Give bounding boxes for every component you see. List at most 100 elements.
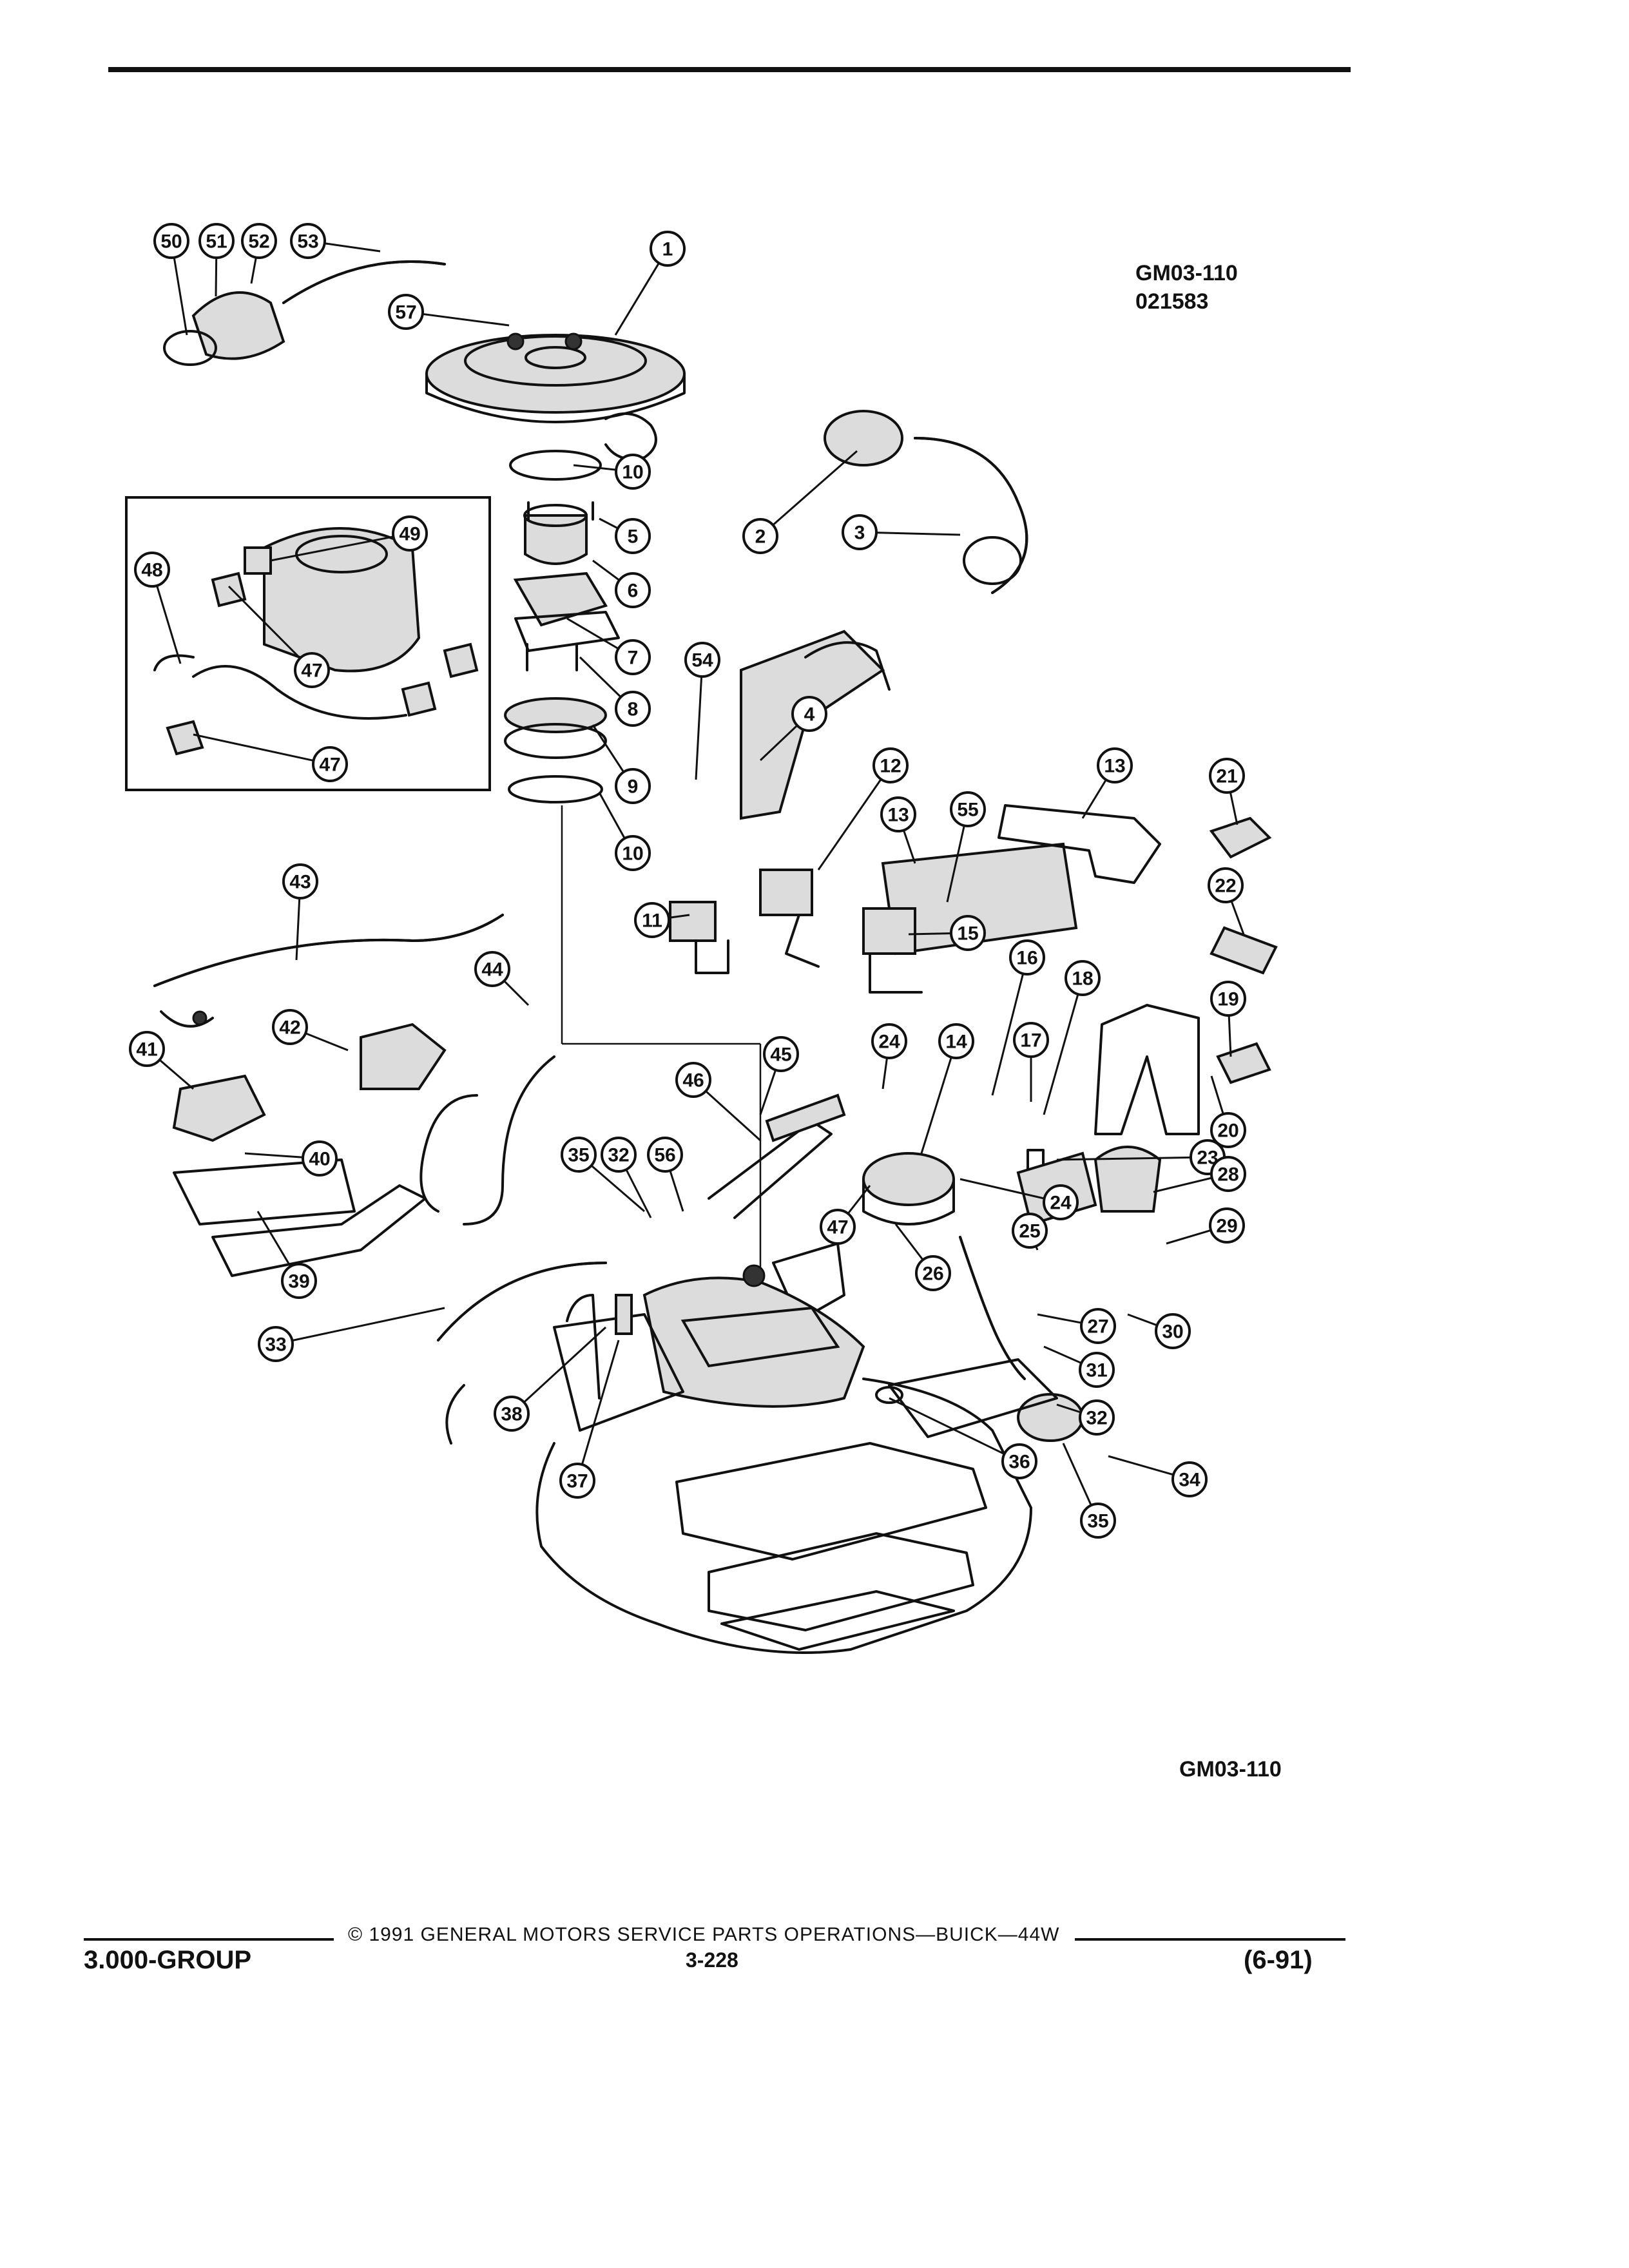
callout-leader xyxy=(275,1307,445,1345)
callout-number: 18 xyxy=(1072,968,1093,990)
callout-number: 26 xyxy=(922,1264,943,1285)
callout-28: 28 xyxy=(1210,1156,1246,1192)
callout-9: 9 xyxy=(615,768,651,804)
callout-25: 25 xyxy=(1012,1213,1048,1249)
callout-number: 24 xyxy=(1050,1193,1072,1214)
callout-number: 38 xyxy=(501,1404,522,1425)
callout-number: 56 xyxy=(654,1145,675,1166)
callout-50: 50 xyxy=(153,223,189,259)
callout-number: 29 xyxy=(1216,1216,1237,1237)
copyright-line: © 1991 GENERAL MOTORS SERVICE PARTS OPER… xyxy=(348,1924,1060,1945)
callout-42: 42 xyxy=(272,1009,308,1045)
callout-34: 34 xyxy=(1171,1461,1208,1497)
callout-leader xyxy=(817,765,892,870)
revision-code: (6-91) xyxy=(1244,1946,1313,1974)
callout-number: 16 xyxy=(1016,948,1037,969)
callout-number: 24 xyxy=(878,1032,900,1053)
callout-11: 11 xyxy=(634,902,670,938)
callout-32: 32 xyxy=(601,1137,637,1173)
callout-17: 17 xyxy=(1013,1022,1049,1058)
footer-rule-left xyxy=(84,1938,334,1941)
footer-rule-right xyxy=(1075,1938,1345,1941)
callout-number: 47 xyxy=(827,1217,848,1238)
callout-number: 55 xyxy=(957,800,978,821)
callout-leader xyxy=(1043,977,1084,1115)
callout-number: 12 xyxy=(880,756,901,777)
callout-1: 1 xyxy=(650,231,686,267)
callout-4: 4 xyxy=(791,696,827,732)
callout-7: 7 xyxy=(615,639,651,675)
callout-47: 47 xyxy=(820,1209,856,1245)
callout-number: 2 xyxy=(755,526,766,548)
callout-number: 9 xyxy=(628,776,639,798)
callout-29: 29 xyxy=(1209,1207,1245,1244)
callout-number: 20 xyxy=(1217,1120,1239,1142)
callout-number: 50 xyxy=(160,231,182,253)
callout-49: 49 xyxy=(392,515,428,552)
callout-number: 39 xyxy=(288,1271,309,1293)
callout-number: 7 xyxy=(628,648,639,669)
throttle-body-stack xyxy=(504,450,762,1366)
callout-number: 36 xyxy=(1008,1452,1030,1473)
callout-number: 35 xyxy=(568,1145,589,1166)
callout-15: 15 xyxy=(950,915,986,951)
callout-leader xyxy=(576,1340,620,1481)
callout-10: 10 xyxy=(615,835,651,871)
callout-number: 28 xyxy=(1217,1164,1239,1186)
callout-number: 46 xyxy=(682,1070,704,1091)
callout-number: 45 xyxy=(770,1044,791,1066)
callout-leader xyxy=(889,1397,1020,1463)
callout-8: 8 xyxy=(615,691,651,727)
callout-number: 54 xyxy=(691,650,713,671)
inset-box xyxy=(125,496,491,791)
engine-block xyxy=(535,1264,1058,1654)
callout-number: 47 xyxy=(301,660,322,682)
callout-number: 5 xyxy=(628,526,639,548)
callout-19: 19 xyxy=(1210,981,1246,1017)
callout-35: 35 xyxy=(561,1137,597,1173)
callout-46: 46 xyxy=(675,1062,711,1098)
callout-number: 10 xyxy=(622,843,643,865)
callout-number: 49 xyxy=(399,524,420,545)
callout-number: 22 xyxy=(1215,876,1236,897)
callout-48: 48 xyxy=(134,552,170,588)
callout-number: 15 xyxy=(957,923,978,945)
intake-duct-hoses xyxy=(740,410,1028,820)
callout-27: 27 xyxy=(1080,1308,1116,1344)
callout-number: 14 xyxy=(945,1032,967,1053)
callout-12: 12 xyxy=(872,747,909,783)
diagram-date-code: 021583 xyxy=(1135,289,1209,314)
callout-22: 22 xyxy=(1208,867,1244,903)
callout-number: 41 xyxy=(136,1039,157,1061)
callout-number: 32 xyxy=(1086,1408,1107,1429)
callout-43: 43 xyxy=(282,863,318,899)
callout-number: 53 xyxy=(297,231,318,253)
callout-number: 4 xyxy=(804,704,815,726)
callout-32: 32 xyxy=(1079,1399,1115,1436)
top-rule xyxy=(108,67,1351,72)
group-label: 3.000-GROUP xyxy=(84,1946,252,1974)
callout-leader xyxy=(695,659,704,780)
callout-36: 36 xyxy=(1001,1443,1037,1479)
callout-41: 41 xyxy=(129,1031,165,1067)
callout-number: 51 xyxy=(206,231,227,253)
callout-13: 13 xyxy=(880,796,916,832)
callout-3: 3 xyxy=(842,514,878,550)
page-number: 3-228 xyxy=(686,1948,738,1972)
callout-number: 33 xyxy=(265,1334,286,1356)
callout-number: 11 xyxy=(642,910,662,932)
callout-10: 10 xyxy=(615,454,651,490)
diagram-code: GM03-110 xyxy=(1135,261,1238,285)
callout-number: 13 xyxy=(887,805,909,826)
callout-number: 57 xyxy=(395,302,416,323)
callout-14: 14 xyxy=(938,1023,974,1059)
callout-number: 32 xyxy=(608,1145,629,1166)
callout-leader xyxy=(510,1326,607,1415)
callout-54: 54 xyxy=(684,642,720,678)
callout-number: 1 xyxy=(662,239,673,260)
callout-number: 44 xyxy=(481,959,503,981)
callout-44: 44 xyxy=(474,951,510,987)
callout-24: 24 xyxy=(871,1023,907,1059)
callout-56: 56 xyxy=(647,1137,683,1173)
